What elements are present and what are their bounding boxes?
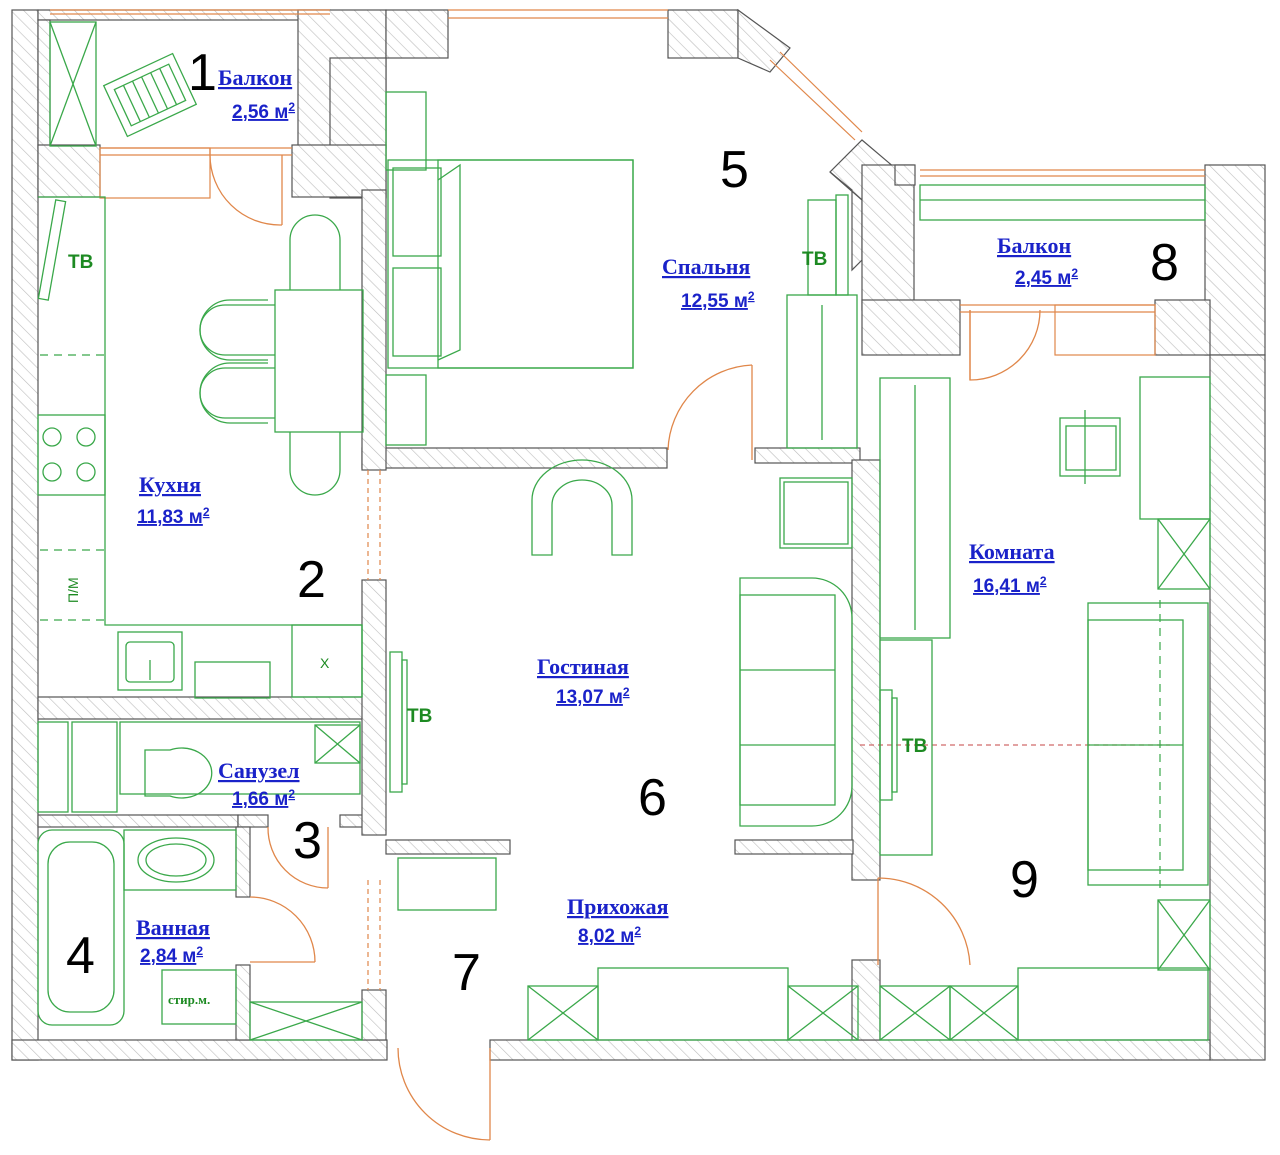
room-number-3: 3 — [293, 812, 322, 870]
room-number-7: 7 — [452, 944, 481, 1002]
room-area-hallway: 8,02 м2 — [578, 924, 641, 947]
room-number-1: 1 — [188, 44, 217, 102]
room-number-2: 2 — [297, 551, 326, 609]
balcony1-furniture — [49, 21, 198, 147]
room9-tv-icon — [879, 689, 898, 801]
living-furniture — [389, 459, 853, 827]
tv-label-living: ТВ — [407, 706, 432, 727]
fridge-x-label: Х — [320, 655, 330, 671]
tv-label-bedroom: ТВ — [802, 249, 827, 270]
room-number-5: 5 — [720, 141, 749, 199]
room-number-9: 9 — [1010, 851, 1039, 909]
room-area-kitchen: 11,83 м2 — [137, 505, 210, 528]
bedroom-tv-icon — [807, 194, 849, 296]
room-area-bedroom: 12,55 м2 — [681, 289, 755, 312]
room-name-balcony-1: Балкон — [218, 65, 292, 90]
room9-furniture — [879, 376, 1211, 971]
tv-label-kitchen: ТВ — [68, 252, 93, 273]
balcony8-furniture — [919, 184, 1206, 221]
kitchen-tv-icon — [37, 199, 67, 301]
room-area-wc: 1,66 м2 — [232, 787, 295, 810]
room-number-4: 4 — [66, 927, 95, 985]
room-name-bedroom: Спальня — [662, 254, 750, 279]
room-name-living: Гостиная — [537, 654, 629, 679]
room-name-kitchen: Кухня — [139, 472, 201, 497]
windows — [50, 9, 1205, 356]
room-name-room: Комната — [969, 539, 1055, 564]
room-area-bathroom: 2,84 м2 — [140, 944, 203, 967]
desk-chair-icon — [1059, 410, 1121, 484]
room-number-6: 6 — [638, 769, 667, 827]
labels: 1 Балкон 2,56 м2 2 Кухня 11,83 м2 3 Сану… — [65, 44, 1179, 1007]
room-area-balcony-1: 2,56 м2 — [232, 100, 295, 123]
bath-furniture — [37, 721, 363, 1041]
room-area-balcony-8: 2,45 м2 — [1015, 266, 1078, 289]
room-name-hallway: Прихожая — [567, 894, 669, 919]
walls — [11, 8, 1266, 1061]
room-name-bathroom: Ванная — [136, 915, 210, 940]
fridge-label: П/М — [65, 577, 81, 603]
room-name-wc: Санузел — [218, 758, 300, 783]
washer-label: стир.м. — [168, 992, 210, 1007]
chair-icon — [102, 52, 198, 138]
bedroom-furniture — [385, 91, 858, 449]
tv-label-room: ТВ — [902, 736, 927, 757]
room-area-room: 16,41 м2 — [973, 574, 1047, 597]
room-number-8: 8 — [1150, 234, 1179, 292]
room-name-balcony-8: Балкон — [997, 233, 1071, 258]
kitchen-furniture — [37, 196, 364, 699]
hallway-furniture — [397, 857, 1209, 1041]
room-area-living: 13,07 м2 — [556, 685, 630, 708]
